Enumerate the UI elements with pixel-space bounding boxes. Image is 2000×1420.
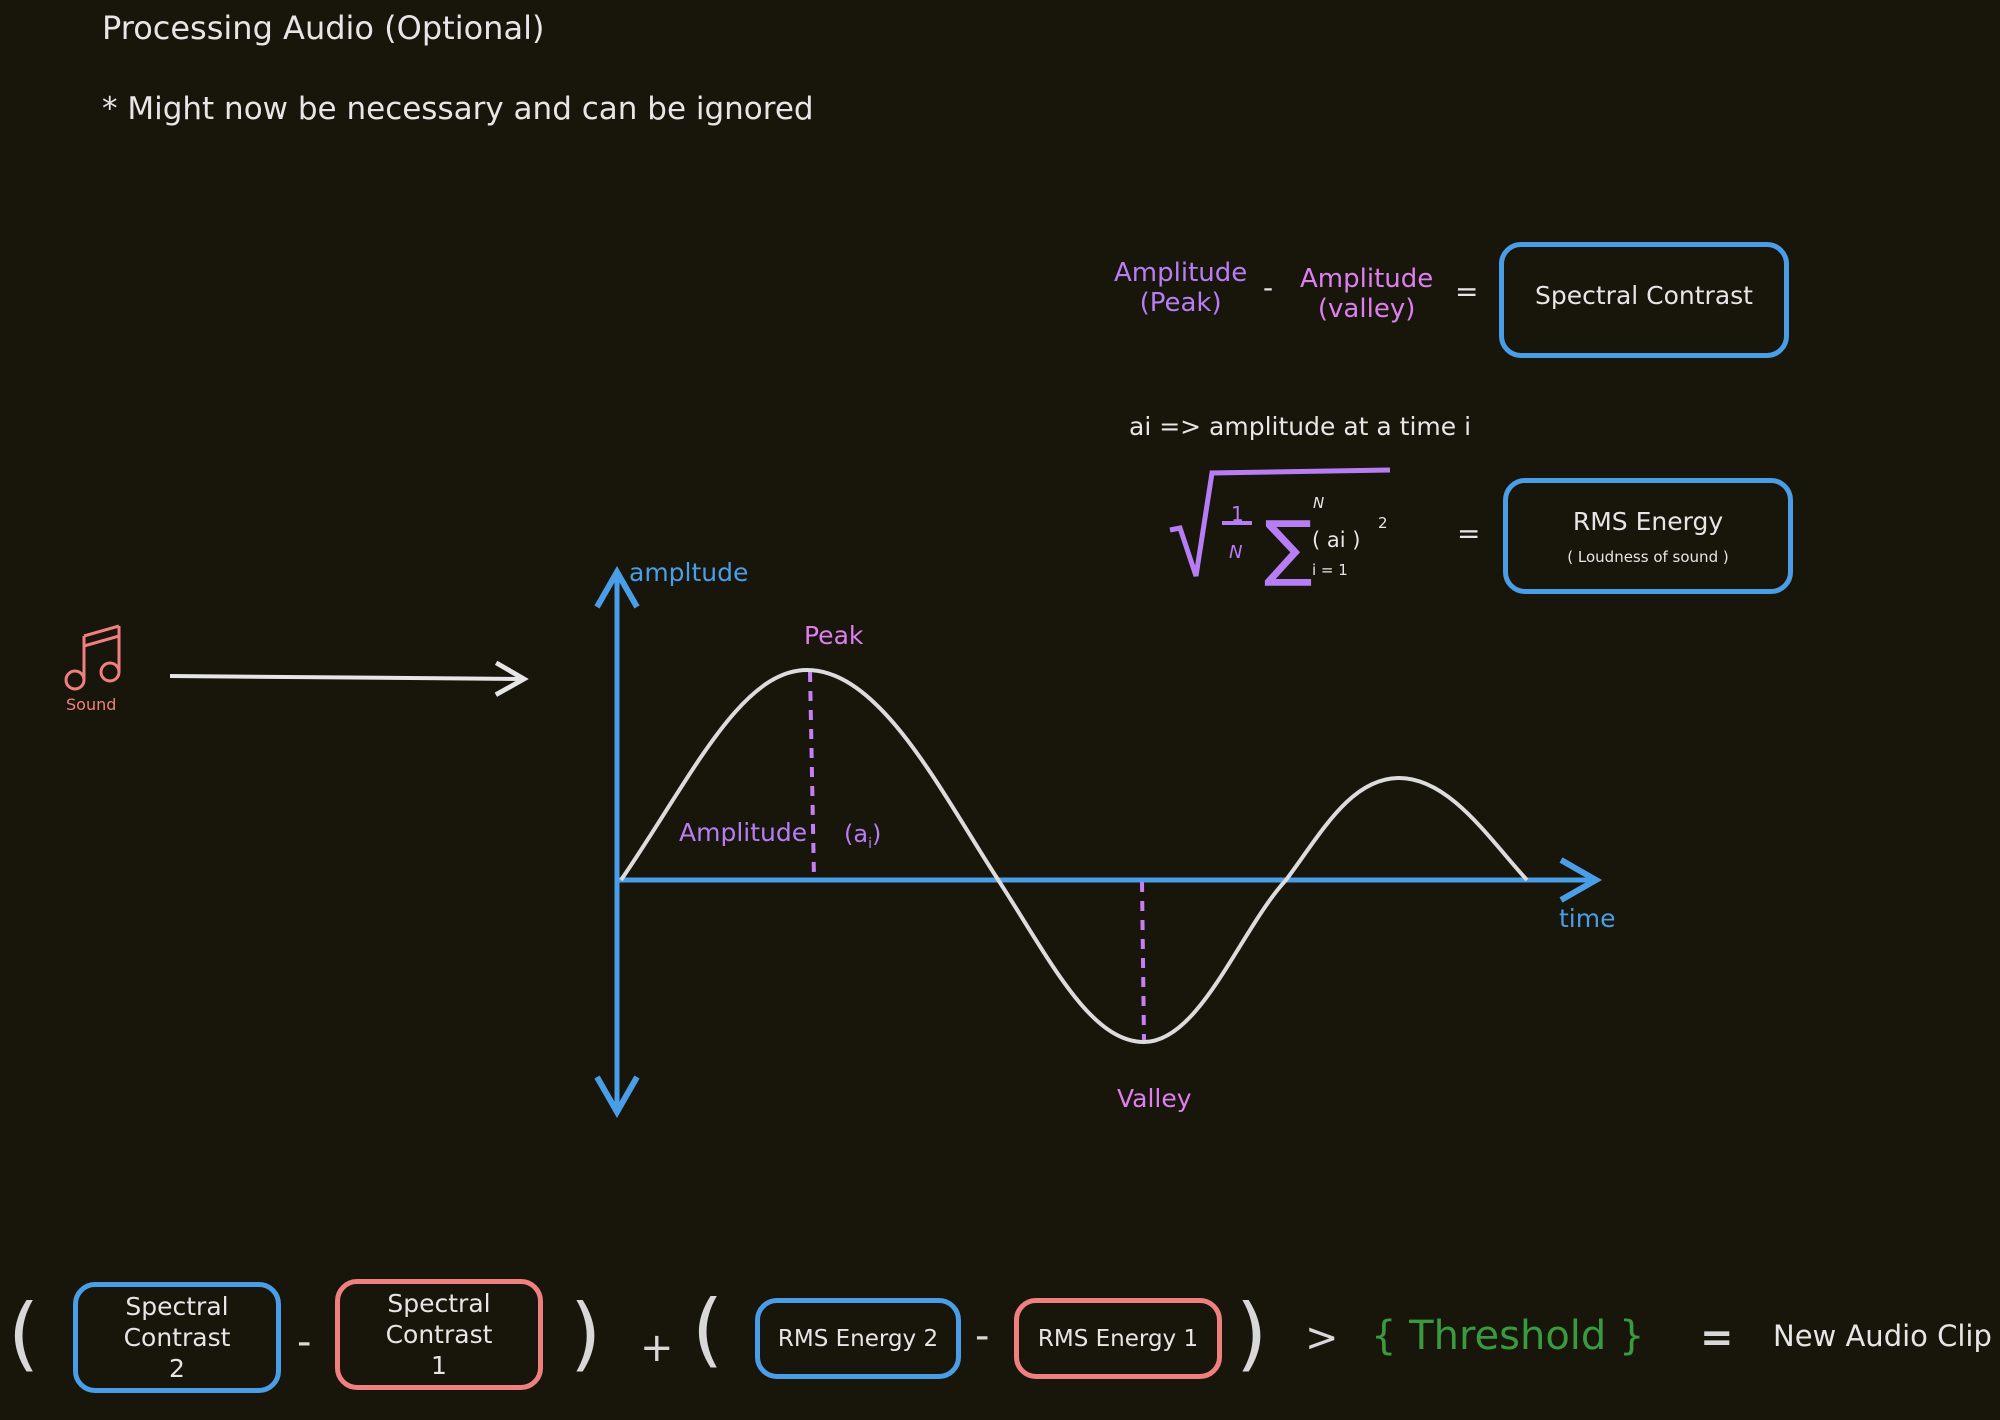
new-audio-clip-label: New Audio Clip bbox=[1773, 1319, 1992, 1353]
box1-line2: Contrast bbox=[123, 1322, 231, 1352]
open-paren-1: ( bbox=[8, 1287, 40, 1380]
sum-lower-limit: i = 1 bbox=[1312, 561, 1348, 579]
x-axis-label: time bbox=[1559, 904, 1616, 933]
spectral-contrast-label: Spectral Contrast bbox=[1535, 281, 1753, 310]
spectral-contrast-box: Spectral Contrast bbox=[1499, 242, 1789, 358]
result-equals-sign: = bbox=[1700, 1315, 1734, 1361]
ai-label-close: ) bbox=[871, 820, 882, 848]
sum-exponent: 2 bbox=[1378, 514, 1388, 532]
minus-1: - bbox=[297, 1319, 312, 1365]
equals-sign: = bbox=[1455, 275, 1479, 308]
valley-label: Valley bbox=[1117, 1084, 1192, 1113]
sum-upper-limit: N bbox=[1313, 494, 1325, 512]
open-paren-2: ( bbox=[692, 1283, 724, 1376]
box2-line1: Spectral bbox=[387, 1288, 491, 1318]
box1-line1: Spectral bbox=[125, 1291, 229, 1321]
rms-energy-subtitle: ( Loudness of sound ) bbox=[1567, 547, 1729, 566]
rms-energy-label: RMS Energy bbox=[1572, 506, 1724, 536]
fraction-denominator: N bbox=[1229, 542, 1243, 563]
term1-line1: Amplitude bbox=[1114, 258, 1248, 288]
rms-energy-1-box: RMS Energy 1 bbox=[1014, 1298, 1222, 1379]
box3-label: RMS Energy 2 bbox=[777, 1325, 939, 1352]
close-paren-2: ) bbox=[1236, 1287, 1268, 1380]
ai-label-base: (a bbox=[844, 820, 869, 848]
box2-line2: Contrast bbox=[385, 1319, 493, 1349]
amplitude-peak-term: Amplitude (Peak) bbox=[1114, 260, 1247, 316]
page-title: Processing Audio (Optional) bbox=[102, 9, 545, 47]
peak-dashed-line bbox=[808, 671, 816, 879]
ai-label: (ai) bbox=[844, 822, 881, 851]
y-axis-label: ampltude bbox=[629, 558, 749, 587]
rms-energy-2-box: RMS Energy 2 bbox=[755, 1298, 961, 1379]
term2-line2: (valley) bbox=[1317, 294, 1416, 324]
minus-2: - bbox=[975, 1313, 990, 1359]
box2-line3: 1 bbox=[431, 1351, 447, 1381]
sigma-sign: ∑ bbox=[1264, 505, 1313, 589]
sound-to-wave-arrow bbox=[169, 660, 529, 697]
valley-dashed-line bbox=[1140, 881, 1146, 1041]
fraction-numerator: 1 bbox=[1231, 502, 1244, 526]
term2-line1: Amplitude bbox=[1300, 264, 1434, 294]
waveform-curve bbox=[619, 667, 1529, 1045]
minus-sign: - bbox=[1263, 271, 1274, 304]
rms-energy-box: RMS Energy ( Loudness of sound ) bbox=[1503, 478, 1793, 594]
term1-line2: (Peak) bbox=[1139, 288, 1222, 318]
rms-equals-sign: = bbox=[1457, 517, 1481, 550]
box4-label: RMS Energy 1 bbox=[1037, 1325, 1199, 1352]
peak-label: Peak bbox=[804, 621, 864, 650]
sound-label: Sound bbox=[66, 695, 117, 714]
spectral-contrast-1-box: Spectral Contrast 1 bbox=[335, 1279, 543, 1390]
close-paren-1: ) bbox=[570, 1287, 602, 1380]
ai-label-subscript: i bbox=[868, 835, 872, 852]
amplitude-valley-term: Amplitude (valley) bbox=[1300, 266, 1433, 322]
box1-line3: 2 bbox=[169, 1354, 185, 1384]
threshold-label: { Threshold } bbox=[1371, 1313, 1645, 1359]
amplitude-label: Amplitude bbox=[679, 818, 808, 847]
music-note-icon bbox=[64, 624, 121, 691]
sum-term: ( ai ) bbox=[1312, 528, 1361, 552]
spectral-contrast-2-box: Spectral Contrast 2 bbox=[73, 1282, 281, 1393]
greater-than-sign: > bbox=[1305, 1315, 1339, 1361]
page-note: * Might now be necessary and can be igno… bbox=[102, 91, 814, 127]
plus-sign: + bbox=[640, 1325, 674, 1371]
ai-definition: ai => amplitude at a time i bbox=[1129, 412, 1472, 441]
sqrt-sign bbox=[1169, 467, 1391, 577]
